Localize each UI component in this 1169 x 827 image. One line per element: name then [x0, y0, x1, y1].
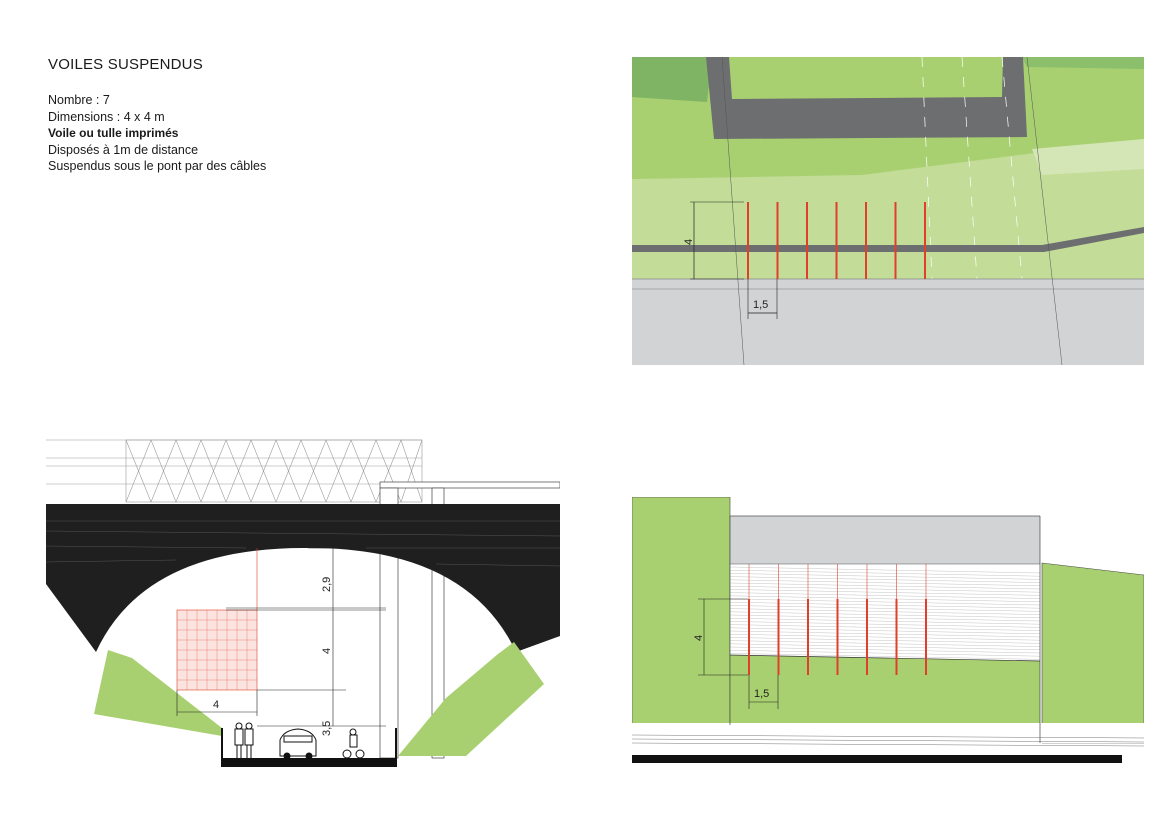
- plan-view: 4 1,5: [632, 57, 1144, 365]
- plan-spacing-label: 1,5: [753, 299, 768, 311]
- spec-nombre: Nombre : 7: [48, 93, 110, 107]
- spec-materiau: Voile ou tulle imprimés: [48, 126, 179, 140]
- plan-veils: [747, 202, 926, 279]
- plan-height-label: 4: [683, 239, 695, 245]
- specs-list: Nombre : 7 Dimensions : 4 x 4 m Voile ou…: [48, 92, 266, 175]
- truss: [46, 439, 423, 503]
- pedestrian-icon: [234, 722, 254, 758]
- elevation-height-label: 4: [693, 635, 705, 641]
- section-clearance-label: 2,9: [321, 577, 333, 592]
- elevation-spacing-label: 1,5: [754, 688, 769, 700]
- section-veil-label: 4: [321, 648, 333, 654]
- elevation-veils: [748, 564, 927, 675]
- page-title: VOILES SUSPENDUS: [48, 56, 203, 73]
- section-width-label: 4: [213, 699, 219, 711]
- elevation-view: 4 1,5: [632, 497, 1144, 763]
- bridge-section: 2,9 4 3,5 4: [46, 439, 560, 767]
- car-icon: [279, 728, 317, 760]
- cyclist-icon: [342, 728, 365, 759]
- spec-dimensions: Dimensions : 4 x 4 m: [48, 109, 165, 124]
- section-ground-label: 3,5: [321, 721, 333, 736]
- spec-espacement: Disposés à 1m de distance: [48, 142, 199, 157]
- spec-fixation: Suspendus sous le pont par des câbles: [48, 159, 267, 173]
